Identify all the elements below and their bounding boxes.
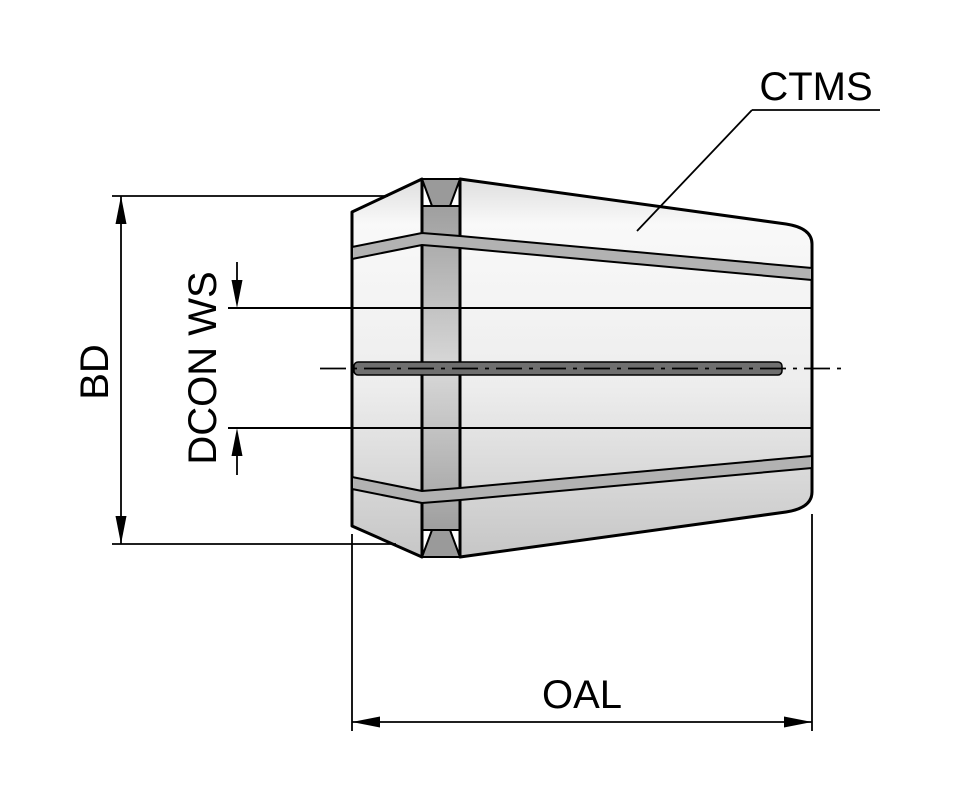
groove-chamfer-bottom <box>421 529 461 558</box>
slit-band-top <box>351 232 813 281</box>
oal-arrowhead-right <box>784 716 812 728</box>
oal-arrowhead-left <box>352 716 380 728</box>
callout-ctms <box>636 109 880 232</box>
dimension-bd <box>112 195 396 545</box>
dimension-dcon-ws <box>231 262 243 475</box>
dimension-oal <box>351 514 813 731</box>
dcon-arrowhead-top <box>231 280 243 308</box>
ctms-label: CTMS <box>759 65 872 109</box>
bd-arrowhead-top <box>115 196 127 224</box>
bd-arrowhead-bottom <box>115 516 127 544</box>
dcon-arrowhead-bottom <box>231 428 243 456</box>
bd-label: BD <box>73 344 117 400</box>
groove-chamfer-top <box>421 178 461 207</box>
dcon-ws-label: DCON WS <box>181 271 225 464</box>
ctms-leader-line <box>636 109 753 232</box>
oal-label: OAL <box>542 673 622 717</box>
slit-band-bottom <box>351 455 813 504</box>
